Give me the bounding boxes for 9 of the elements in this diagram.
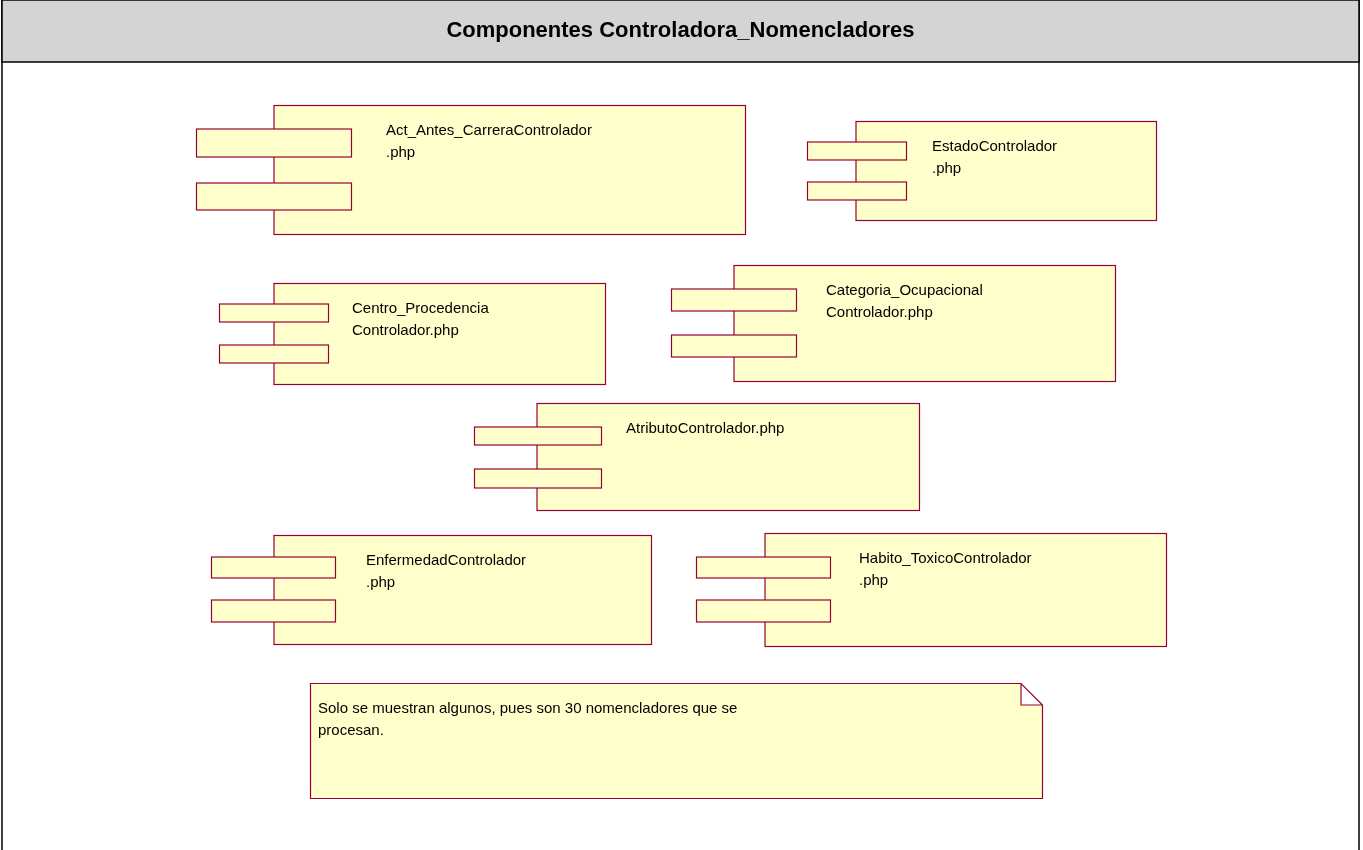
component-name: Act_Antes_CarreraControlador .php	[386, 120, 593, 162]
component-name: Centro_Procedencia Controlador.php	[352, 298, 490, 340]
frame-title: Componentes Controladora_Nomencladores	[445, 17, 916, 43]
component-name: Categoria_Ocupacional Controlador.php	[826, 280, 984, 322]
component-name: EstadoControlador .php	[932, 136, 1059, 178]
component-name: EnfermedadControlador .php	[366, 550, 528, 592]
component-name: Habito_ToxicoControlador .php	[859, 548, 1033, 590]
component-name: AtributoControlador.php	[626, 418, 786, 438]
note-text: Solo se muestran algunos, pues son 30 nomencladores que se procesan.	[318, 698, 739, 740]
